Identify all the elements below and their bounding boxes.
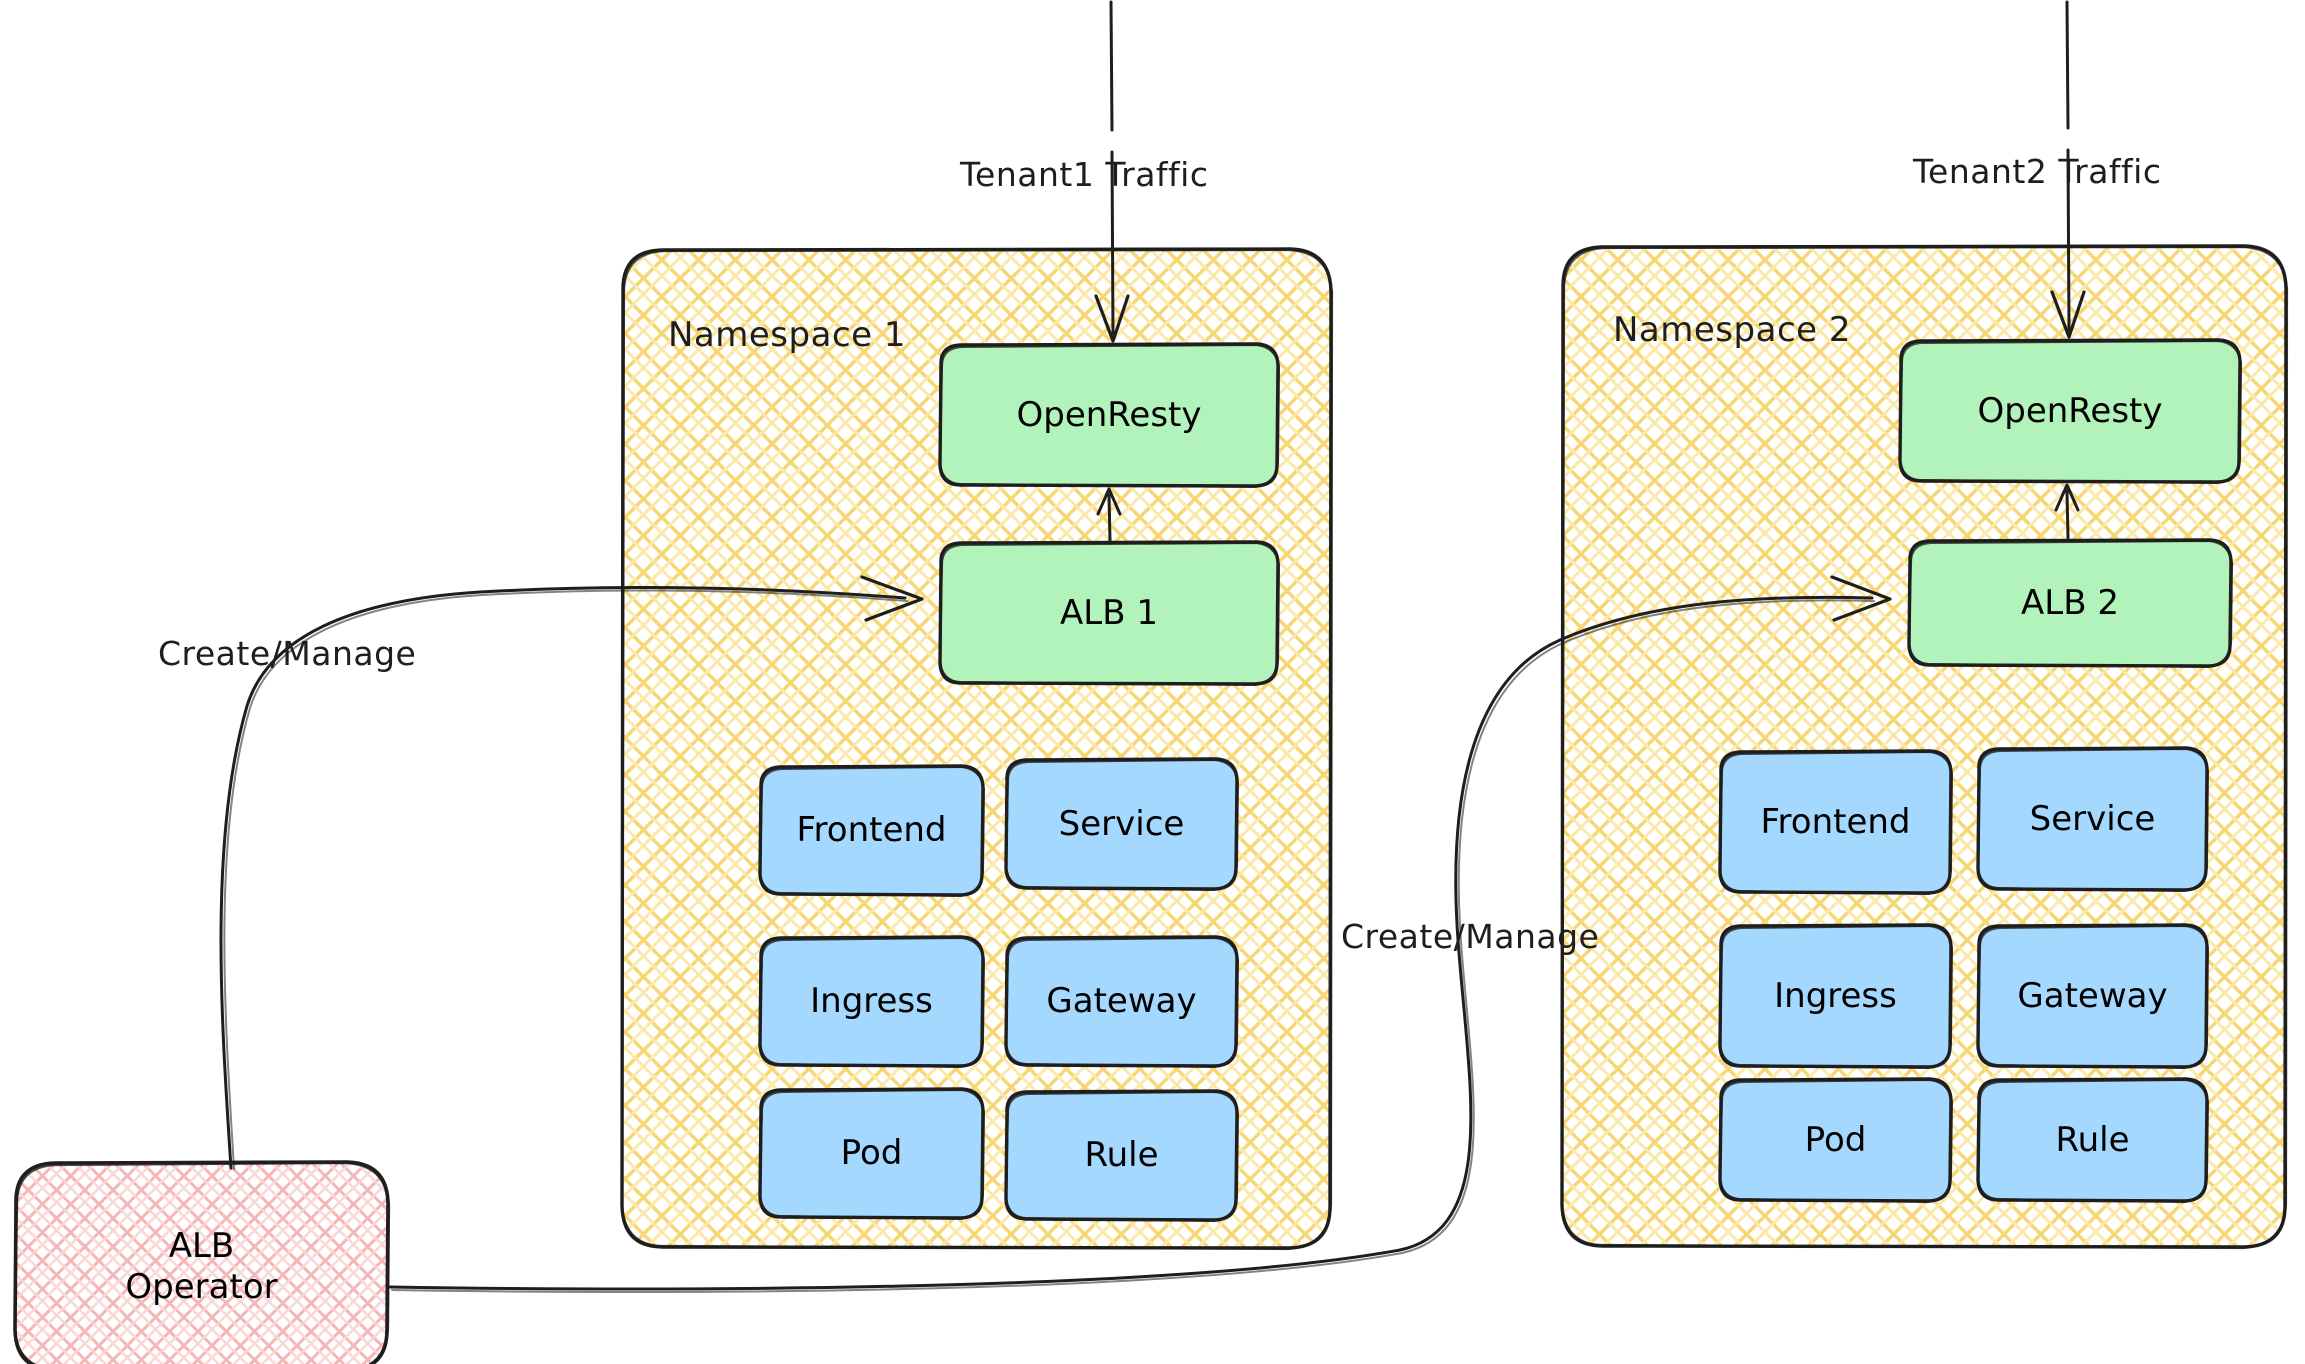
alb-operator-node[interactable]: ALB Operator (15, 1162, 388, 1364)
pod-1-node[interactable]: Pod (760, 1089, 983, 1218)
openresty-2-label: OpenResty (1977, 390, 2163, 431)
service-1-node[interactable]: Service (1006, 759, 1237, 889)
alb1-to-openresty-arrow (1096, 487, 1122, 542)
frontend-2-label: Frontend (1760, 801, 1911, 842)
namespace-1-label: Namespace 1 (668, 315, 906, 355)
alb-1-label: ALB 1 (1060, 592, 1158, 633)
ingress-2-label: Ingress (1774, 975, 1897, 1016)
rule-1-label: Rule (1084, 1135, 1159, 1176)
alb-1-node[interactable]: ALB 1 (940, 542, 1278, 684)
ingress-1-node[interactable]: Ingress (760, 937, 983, 1066)
tenant2-traffic-label: Tenant2 Traffic (1913, 152, 2162, 191)
frontend-1-node[interactable]: Frontend (760, 766, 983, 895)
pod-1-label: Pod (840, 1133, 903, 1174)
pod-2-node[interactable]: Pod (1720, 1079, 1951, 1201)
gateway-2-node[interactable]: Gateway (1978, 925, 2207, 1067)
namespace-2-label: Namespace 2 (1613, 310, 1851, 350)
rule-1-node[interactable]: Rule (1006, 1091, 1237, 1220)
frontend-1-label: Frontend (796, 810, 947, 851)
service-2-node[interactable]: Service (1978, 748, 2207, 890)
openresty-2-node[interactable]: OpenResty (1900, 340, 2240, 482)
frontend-2-node[interactable]: Frontend (1720, 751, 1951, 893)
service-2-label: Service (2029, 798, 2156, 839)
create-manage-label-2: Create/Manage (1341, 917, 1600, 956)
gateway-1-label: Gateway (1046, 981, 1197, 1022)
create-manage-label-1: Create/Manage (158, 634, 417, 673)
rule-2-label: Rule (2055, 1119, 2130, 1160)
rule-2-node[interactable]: Rule (1978, 1079, 2207, 1201)
ingress-1-label: Ingress (810, 981, 933, 1022)
gateway-1-node[interactable]: Gateway (1006, 937, 1237, 1066)
alb-operator-line2: Operator (125, 1266, 278, 1307)
service-1-label: Service (1058, 803, 1185, 844)
pod-2-label: Pod (1804, 1119, 1867, 1160)
ingress-2-node[interactable]: Ingress (1720, 925, 1951, 1067)
alb-2-node[interactable]: ALB 2 (1909, 540, 2231, 666)
alb-2-label: ALB 2 (2021, 582, 2119, 623)
openresty-1-node[interactable]: OpenResty (940, 344, 1278, 486)
openresty-1-label: OpenResty (1016, 394, 1202, 435)
alb-operator-line1: ALB (168, 1226, 235, 1267)
tenant1-traffic-label: Tenant1 Traffic (960, 155, 1209, 194)
gateway-2-label: Gateway (2017, 975, 2168, 1016)
alb2-to-openresty-arrow (2054, 483, 2080, 540)
